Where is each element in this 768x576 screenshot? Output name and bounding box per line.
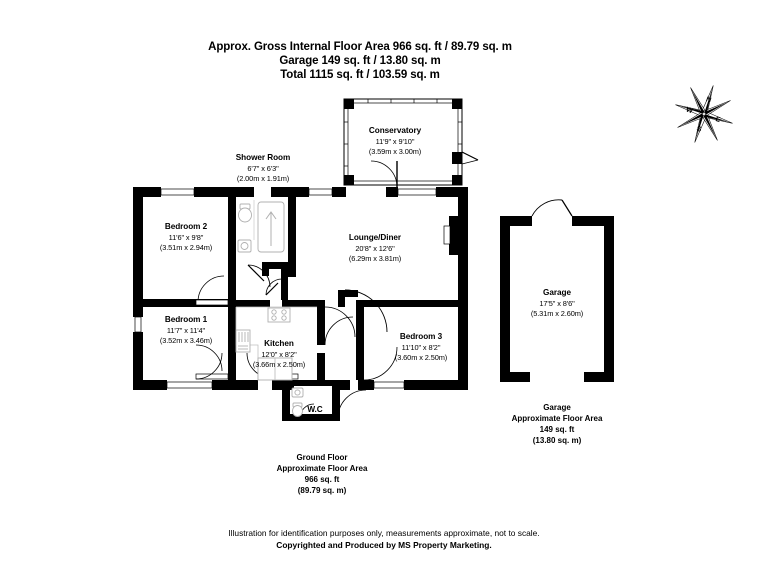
main-house-walls bbox=[133, 187, 468, 390]
shower-room-metric: (2.00m x 1.91m) bbox=[236, 174, 290, 183]
garage-name: Garage bbox=[543, 288, 571, 297]
room-label-shower-room: Shower Room 6'7" x 6'3" (2.00m x 1.91m) bbox=[236, 153, 291, 185]
footer-disclaimer: Illustration for identification purposes… bbox=[228, 528, 540, 538]
garage-caption-line1: Garage bbox=[543, 403, 571, 412]
toilet-bowl-icon bbox=[238, 207, 252, 223]
ground-floor-caption-line2: Approximate Floor Area bbox=[276, 464, 368, 473]
shower-room-fixtures bbox=[237, 200, 285, 253]
conservatory-structure bbox=[343, 98, 463, 186]
bedroom-2-imperial: 11'6" x 9'8" bbox=[168, 232, 204, 242]
heading-total-area: Total 1115 sq. ft / 103.59 sq. m bbox=[280, 69, 440, 81]
garage-imperial: 17'5" x 8'6" bbox=[539, 298, 575, 308]
lounge-diner-name: Lounge/Diner bbox=[348, 233, 402, 242]
bedroom-2-name: Bedroom 2 bbox=[164, 222, 208, 231]
bedroom-1-imperial: 11'7" x 11'4" bbox=[166, 325, 206, 335]
lounge-diner-metric: (6.29m x 3.81m) bbox=[348, 254, 402, 263]
wc-name: W.C bbox=[307, 405, 323, 414]
internal-walls bbox=[143, 197, 458, 421]
kitchen-metric: (3.66m x 2.50m) bbox=[252, 360, 306, 369]
wc-fixtures bbox=[291, 387, 304, 417]
room-label-bedroom-1: Bedroom 1 11'7" x 11'4" (3.52m x 3.46m) bbox=[160, 315, 212, 347]
kitchen-fixtures bbox=[235, 306, 317, 381]
heading-garage-area: Garage 149 sq. ft / 13.80 sq. m bbox=[279, 55, 441, 67]
ground-floor-caption-line1: Ground Floor bbox=[296, 453, 348, 462]
bedroom-3-name: Bedroom 3 bbox=[399, 332, 443, 341]
footer: Illustration for identification purposes… bbox=[0, 527, 768, 551]
garage-area-caption: Garage Approximate Floor Area 149 sq. ft… bbox=[512, 402, 603, 446]
compass-north-label: N bbox=[705, 96, 712, 104]
conservatory-metric: (3.59m x 3.00m) bbox=[368, 147, 422, 156]
room-label-kitchen: Kitchen 12'0" x 8'2" (3.66m x 2.50m) bbox=[253, 339, 305, 371]
garage-metric: (5.31m x 2.60m) bbox=[530, 309, 584, 318]
bedroom-1-name: Bedroom 1 bbox=[164, 315, 208, 324]
footer-copyright: Copyrighted and Produced by MS Property … bbox=[276, 540, 492, 550]
lounge-diner-imperial: 20'8" x 12'6" bbox=[355, 243, 395, 253]
shower-room-name: Shower Room bbox=[235, 153, 291, 162]
conservatory-name: Conservatory bbox=[368, 126, 422, 135]
bedroom-2-metric: (3.51m x 2.94m) bbox=[159, 243, 213, 252]
wc-toilet-icon bbox=[292, 405, 303, 417]
ground-floor-area-caption: Ground Floor Approximate Floor Area 966 … bbox=[277, 452, 368, 496]
ground-floor-caption-line4: (89.79 sq. m) bbox=[297, 486, 347, 495]
room-label-bedroom-3: Bedroom 3 11'10" x 8'2" (3.60m x 2.50m) bbox=[395, 332, 447, 364]
bedroom-1-metric: (3.52m x 3.46m) bbox=[159, 336, 213, 345]
bedroom-3-metric: (3.60m x 2.50m) bbox=[394, 353, 448, 362]
compass-rose-icon: N S E W bbox=[675, 85, 733, 143]
kitchen-name: Kitchen bbox=[264, 339, 294, 348]
floor-area-heading: Approx. Gross Internal Floor Area 966 sq… bbox=[0, 40, 720, 82]
room-label-conservatory: Conservatory 11'9" x 9'10" (3.59m x 3.00… bbox=[369, 126, 421, 158]
sink-icon bbox=[235, 329, 251, 353]
garage-caption-line3: 149 sq. ft bbox=[539, 425, 575, 434]
conservatory-external-door bbox=[461, 151, 479, 165]
room-label-garage: Garage 17'5" x 8'6" (5.31m x 2.60m) bbox=[531, 288, 583, 320]
bedroom-3-imperial: 11'10" x 8'2" bbox=[401, 342, 441, 352]
hob-icon bbox=[267, 307, 291, 323]
shower-room-imperial: 6'7" x 6'3" bbox=[247, 163, 279, 173]
heading-gross-internal-area: Approx. Gross Internal Floor Area 966 sq… bbox=[208, 41, 512, 53]
compass-south-label: S bbox=[696, 126, 703, 134]
compass-east-label: E bbox=[714, 116, 721, 124]
garage-structure bbox=[500, 199, 614, 382]
kitchen-imperial: 12'0" x 8'2" bbox=[261, 349, 297, 359]
room-label-wc: W.C bbox=[307, 405, 322, 416]
garage-caption-line2: Approximate Floor Area bbox=[511, 414, 603, 423]
room-label-bedroom-2: Bedroom 2 11'6" x 9'8" (3.51m x 2.94m) bbox=[160, 222, 212, 254]
garage-caption-line4: (13.80 sq. m) bbox=[532, 436, 582, 445]
conservatory-imperial: 11'9" x 9'10" bbox=[375, 136, 415, 146]
room-label-lounge-diner: Lounge/Diner 20'8" x 12'6" (6.29m x 3.81… bbox=[349, 233, 401, 265]
ground-floor-caption-line3: 966 sq. ft bbox=[304, 475, 340, 484]
compass-west-label: W bbox=[685, 106, 694, 115]
